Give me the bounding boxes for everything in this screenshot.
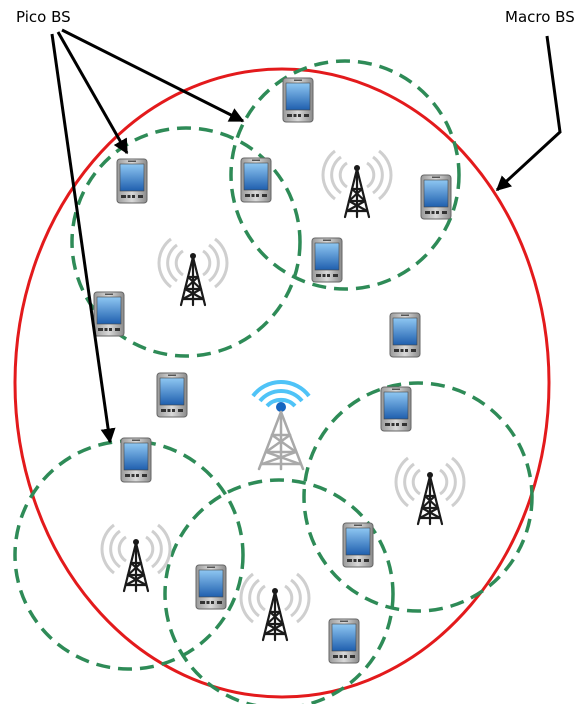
phone-icon	[240, 157, 272, 203]
pico-bs-label: Pico BS	[16, 8, 71, 26]
arrow	[495, 35, 562, 192]
phone-icon	[420, 174, 452, 220]
phone-icon	[311, 237, 343, 283]
phone-icon	[328, 618, 360, 664]
pico-tower-icon	[394, 456, 466, 526]
macro-tower-icon	[251, 380, 311, 471]
macro-cell-boundary	[13, 67, 551, 699]
pico-cell-boundary	[229, 59, 461, 291]
pico-cell-boundary	[302, 381, 534, 613]
phone-icon	[120, 437, 152, 483]
phone-icon	[380, 386, 412, 432]
pico-tower-icon	[239, 572, 311, 642]
pico-cell-boundary	[70, 126, 302, 358]
arrow	[50, 33, 116, 444]
pico-tower-icon	[157, 237, 229, 307]
pico-tower-icon	[100, 523, 172, 593]
pico-cell-boundary	[163, 478, 395, 704]
phone-icon	[116, 158, 148, 204]
macro-bs-label: Macro BS	[505, 8, 575, 26]
arrow	[56, 31, 129, 155]
phone-icon	[342, 522, 374, 568]
phone-icon	[93, 291, 125, 337]
phone-icon	[195, 564, 227, 610]
phone-icon	[389, 312, 421, 358]
phone-icon	[282, 77, 314, 123]
phone-icon	[156, 372, 188, 418]
pico-tower-icon	[321, 149, 393, 219]
arrow	[61, 28, 245, 123]
